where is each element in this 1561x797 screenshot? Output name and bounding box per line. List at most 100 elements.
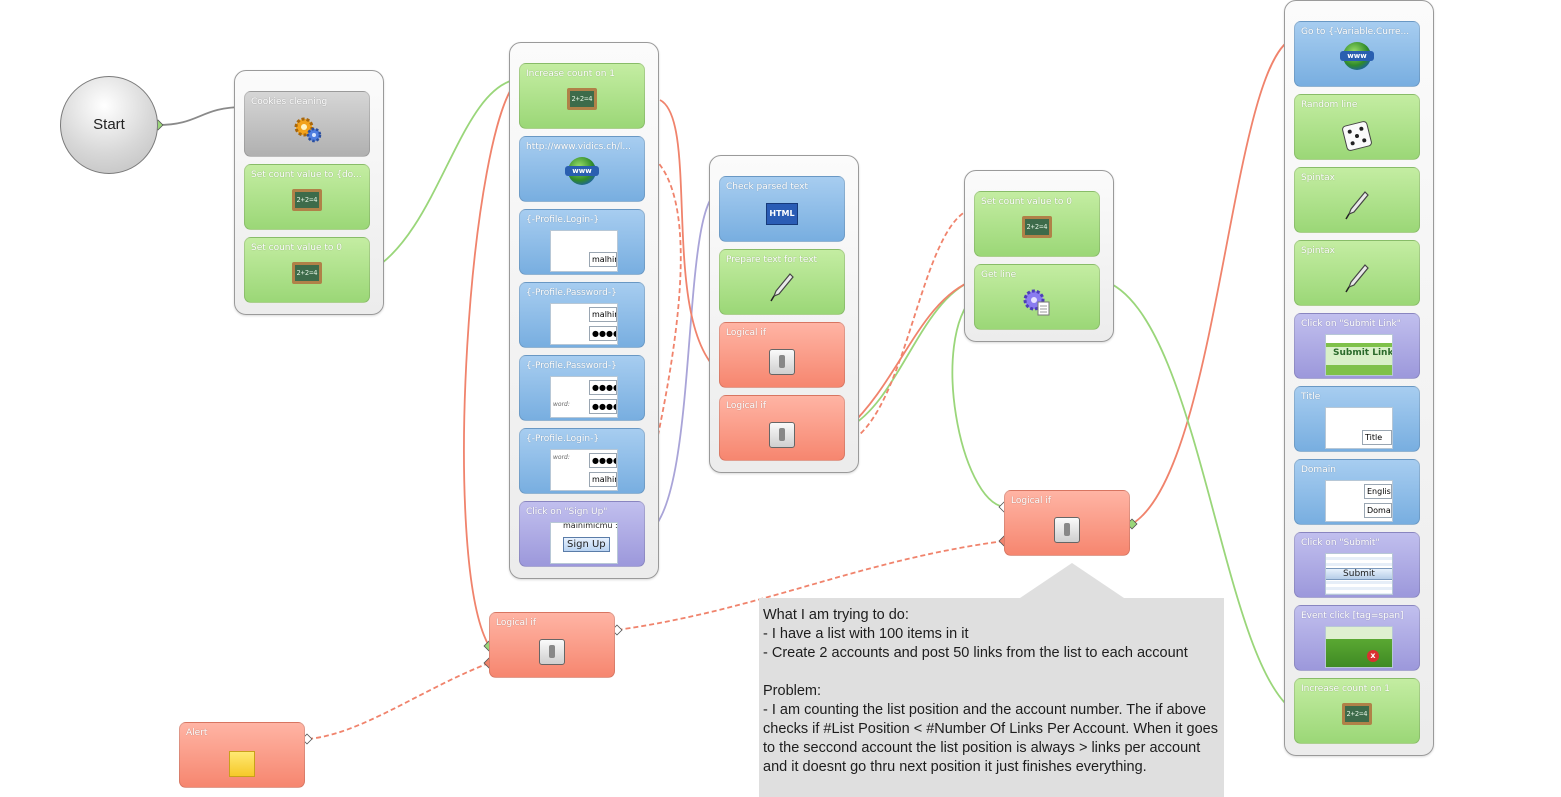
- comment-line: - Create 2 accounts and post 50 links fr…: [763, 645, 1188, 661]
- chalkboard-icon: 2+2=4: [567, 88, 597, 110]
- pen-icon: [1345, 264, 1369, 293]
- wire-logic-b-setcount: [847, 279, 975, 429]
- shot-hint: word:: [553, 454, 570, 461]
- node-alert[interactable]: Alert: [179, 722, 305, 788]
- start-node[interactable]: Start: [60, 76, 158, 174]
- shot-field: malhir: [589, 252, 617, 267]
- action-group-check-text: Check parsed text HTML Prepare text for …: [709, 155, 859, 473]
- node-get-line[interactable]: Get line: [974, 264, 1100, 330]
- screenshot-thumbnail: mainimicmu : Sign Up: [550, 522, 618, 564]
- wire-logic-left-alert: [306, 662, 490, 740]
- note-icon: [229, 751, 255, 777]
- node-label: Get line: [981, 270, 1017, 280]
- node-label: Click on "Submit Link": [1301, 319, 1401, 329]
- gear-doc-icon: [1023, 289, 1050, 316]
- node-click-submit-link[interactable]: Click on "Submit Link" Submit Link: [1294, 313, 1420, 379]
- node-goto-variable[interactable]: Go to {-Variable.Curre... www: [1294, 21, 1420, 87]
- node-click-sign-up[interactable]: Click on "Sign Up" mainimicmu : Sign Up: [519, 501, 645, 567]
- globe-icon: www: [1340, 42, 1374, 70]
- node-label: Set count value to 0: [981, 197, 1072, 207]
- node-label: {-Profile.Login-}: [526, 434, 600, 444]
- wire-start-cookies: [157, 106, 245, 126]
- comment-line: [763, 663, 1220, 682]
- node-label: Set count value to {do...: [251, 170, 362, 180]
- wire-logic-b-getline: [847, 279, 975, 429]
- shot-button: Submit: [1326, 568, 1392, 580]
- chalkboard-icon: 2+2=4: [292, 189, 322, 211]
- node-check-parsed-text[interactable]: Check parsed text HTML: [719, 176, 845, 242]
- node-logical-if-right[interactable]: Logical if: [1004, 490, 1130, 556]
- action-group-get-line: Set count value to 0 2+2=4 Get line: [964, 170, 1114, 342]
- comment-line: What I am trying to do:: [763, 607, 909, 623]
- shot-field: Title: [1362, 430, 1392, 445]
- shot-hint: word:: [553, 401, 570, 408]
- node-navigate-url[interactable]: http://www.vidics.ch/l... www: [519, 136, 645, 202]
- node-profile-login-2[interactable]: {-Profile.Login-} word: ●●●●● malhir: [519, 428, 645, 494]
- node-label: Check parsed text: [726, 182, 809, 192]
- node-spintax-1[interactable]: Spintax: [1294, 167, 1420, 233]
- shot-field: Englis: [1364, 484, 1392, 499]
- switch-icon: [769, 349, 795, 375]
- switch-icon: [1054, 517, 1080, 543]
- screenshot-thumbnail: Submit: [1325, 553, 1393, 595]
- screenshot-thumbnail: word: ●●●●● malhir: [550, 449, 618, 491]
- node-label: Prepare text for text: [726, 255, 818, 265]
- shot-button: Sign Up: [563, 537, 610, 552]
- node-label: Logical if: [1011, 496, 1052, 506]
- shot-text: mainimicmu :: [563, 522, 618, 530]
- chalkboard-icon: 2+2=4: [1342, 703, 1372, 725]
- comment-line: - I have a list with 100 items in it: [763, 626, 969, 642]
- comment-line: Problem:: [763, 683, 822, 699]
- screenshot-thumbnail: Submit Link: [1325, 334, 1393, 376]
- node-logical-if-b[interactable]: Logical if: [719, 395, 845, 461]
- node-increase-count-2[interactable]: Increase count on 1 2+2=4: [1294, 678, 1420, 744]
- node-label: Logical if: [726, 328, 767, 338]
- html-icon: HTML: [766, 203, 798, 225]
- wire-logic-b-setcount-dashed: [847, 207, 975, 444]
- node-logical-if-a[interactable]: Logical if: [719, 322, 845, 388]
- switch-icon: [769, 422, 795, 448]
- node-label: Logical if: [496, 618, 537, 628]
- globe-icon: www: [565, 157, 599, 185]
- pen-icon: [770, 273, 794, 302]
- node-label: Spintax: [1301, 173, 1336, 183]
- node-label: Spintax: [1301, 246, 1336, 256]
- pen-icon: [1345, 191, 1369, 220]
- node-set-count-zero-2[interactable]: Set count value to 0 2+2=4: [974, 191, 1100, 257]
- screenshot-thumbnail: malhir ●●●●●: [550, 303, 618, 345]
- shot-field: Doma: [1364, 503, 1392, 518]
- node-profile-password[interactable]: {-Profile.Password-} malhir ●●●●●: [519, 282, 645, 348]
- comment-line: checks if #List Position < #Number Of Li…: [763, 721, 1218, 737]
- node-profile-login[interactable]: {-Profile.Login-} malhir: [519, 209, 645, 275]
- globe-icon-text: www: [565, 166, 599, 176]
- node-spintax-2[interactable]: Spintax: [1294, 240, 1420, 306]
- node-title[interactable]: Title Title: [1294, 386, 1420, 452]
- chalkboard-icon: 2+2=4: [292, 262, 322, 284]
- node-logical-if-left[interactable]: Logical if: [489, 612, 615, 678]
- node-label: {-Profile.Password-}: [526, 288, 617, 298]
- node-prepare-text[interactable]: Prepare text for text: [719, 249, 845, 315]
- node-label: Logical if: [726, 401, 767, 411]
- node-label: http://www.vidics.ch/l...: [526, 142, 631, 152]
- screenshot-thumbnail: malhir: [550, 230, 618, 272]
- chalkboard-icon: 2+2=4: [1022, 216, 1052, 238]
- action-group-signup: Increase count on 1 2+2=4 http://www.vid…: [509, 42, 659, 579]
- shot-field: ●●●●●: [589, 453, 617, 468]
- node-set-count-value[interactable]: Set count value to {do... 2+2=4: [244, 164, 370, 230]
- wire-group1-increase: [371, 78, 520, 271]
- node-increase-count[interactable]: Increase count on 1 2+2=4: [519, 63, 645, 129]
- node-domain[interactable]: Domain Englis Doma: [1294, 459, 1420, 525]
- wire-logic-right-goto: [1131, 37, 1295, 525]
- switch-icon: [539, 639, 565, 665]
- node-profile-password-2[interactable]: {-Profile.Password-} ●●●●● word: ●●●●●: [519, 355, 645, 421]
- node-random-line[interactable]: Random line: [1294, 94, 1420, 160]
- dice-icon: [1341, 120, 1373, 152]
- node-label: Go to {-Variable.Curre...: [1301, 27, 1410, 37]
- node-set-count-zero[interactable]: Set count value to 0 2+2=4: [244, 237, 370, 303]
- node-click-submit[interactable]: Click on "Submit" Submit: [1294, 532, 1420, 598]
- action-group-cookies: Cookies cleaning Set count value to {do.…: [234, 70, 384, 315]
- node-label: Title: [1301, 392, 1321, 402]
- node-cookies-cleaning[interactable]: Cookies cleaning: [244, 91, 370, 157]
- node-label: Random line: [1301, 100, 1358, 110]
- node-event-click-span[interactable]: Event click [tag=span] x: [1294, 605, 1420, 671]
